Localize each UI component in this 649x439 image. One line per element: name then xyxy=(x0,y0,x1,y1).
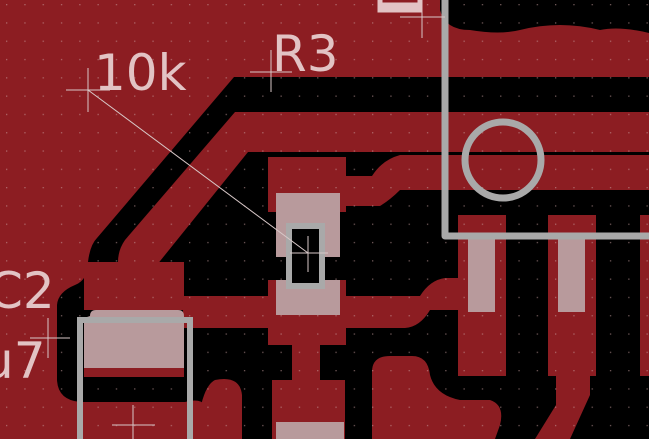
ic-pad-2[interactable] xyxy=(558,237,585,312)
ic-pin1-marker xyxy=(461,118,545,202)
c2-stripe xyxy=(84,368,184,377)
pad-bottom[interactable] xyxy=(276,422,344,439)
partial-label-top xyxy=(377,0,423,13)
r3-body-outline xyxy=(286,223,325,289)
ic-outline xyxy=(441,0,649,240)
ic-pad-1[interactable] xyxy=(468,237,495,312)
c2-value-label: u7 xyxy=(0,332,46,390)
c2-outline xyxy=(77,317,193,439)
c2-pad-1[interactable] xyxy=(84,310,184,368)
c2-name-label: C2 xyxy=(0,262,55,320)
r3-value-label: 10k xyxy=(94,44,187,102)
r3-name-label: R3 xyxy=(272,25,339,83)
